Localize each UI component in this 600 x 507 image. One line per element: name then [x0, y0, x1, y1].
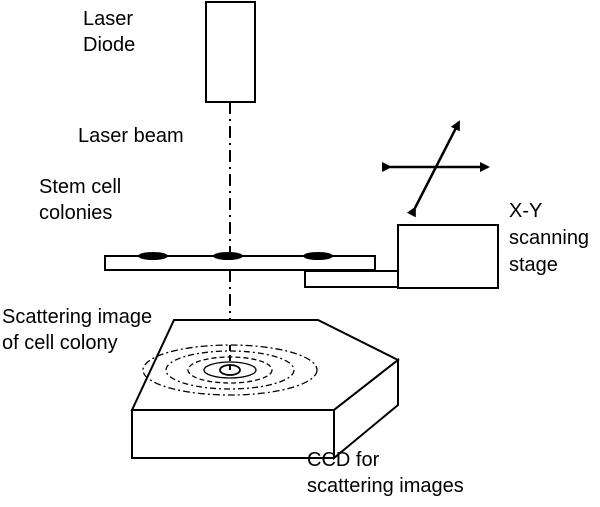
cell-colony-1 — [138, 252, 168, 260]
y-axis-arrow — [406, 120, 461, 218]
xy-stage-label-line2: scanning — [509, 227, 589, 249]
stem-cell-label-line1: Stem cell — [39, 176, 121, 198]
xy-stage-block — [397, 224, 499, 289]
scattering-label-line2: of cell colony — [2, 332, 118, 354]
xy-stage-arm — [304, 270, 399, 288]
laser-diode-label-line2: Diode — [83, 34, 135, 56]
xy-stage-label-line1: X-Y — [509, 200, 542, 222]
ccd-side-face — [333, 357, 399, 461]
cell-colony-2 — [213, 252, 243, 260]
cell-colony-3 — [303, 252, 333, 260]
scattering-label-line1: Scattering image — [2, 306, 152, 328]
ccd-label-line1: CCD for — [307, 449, 380, 471]
laser-diode-box — [205, 1, 256, 103]
xy-stage-label-line3: stage — [509, 254, 558, 276]
laser-beam-label: Laser beam — [78, 125, 184, 147]
scatter-ring-4 — [203, 361, 257, 379]
laser-diode-label-line1: Laser — [83, 8, 133, 30]
scatter-ring-outer — [142, 344, 318, 396]
ccd-label-line2: scattering images — [307, 475, 464, 497]
ccd-front-face — [131, 409, 335, 459]
scatter-ring-2 — [165, 350, 295, 390]
stem-cell-label-line2: colonies — [39, 202, 112, 224]
